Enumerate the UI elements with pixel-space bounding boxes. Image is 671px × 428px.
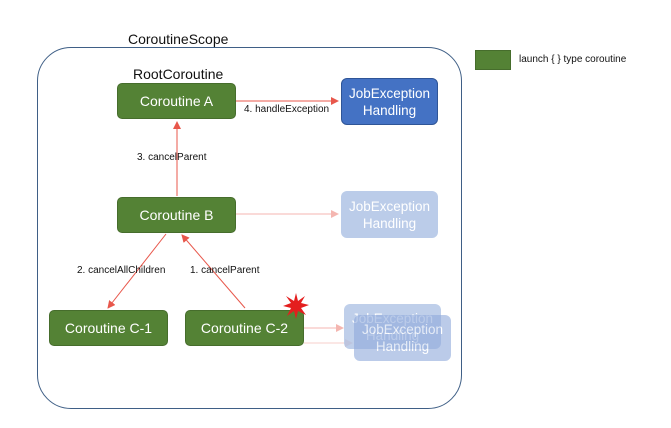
coroutine-b-node: Coroutine B [117, 197, 236, 233]
coroutine-b-label: Coroutine B [139, 207, 214, 223]
handler-active: JobException Handling [341, 78, 438, 125]
handler-faded-b-line2: Handling [362, 215, 417, 231]
handler-faded-c2-front: JobException Handling [354, 315, 451, 361]
explosion-icon [283, 293, 309, 319]
label-cancel-parent-b: 3. cancelParent [137, 152, 207, 163]
root-coroutine-title: RootCoroutine [133, 66, 224, 82]
legend-label: launch { } type coroutine [519, 54, 627, 65]
label-handle-exception: 4. handleException [244, 104, 330, 115]
edge-cancel-all-children [107, 233, 167, 309]
edge-cancel-parent-c2 [181, 234, 246, 309]
coroutine-c1-node: Coroutine C-1 [49, 310, 168, 346]
coroutine-c1-label: Coroutine C-1 [64, 320, 153, 336]
handler-faded-b-line1: JobException [348, 198, 431, 214]
coroutine-a-node: Coroutine A [117, 83, 236, 119]
coroutine-c2-label: Coroutine C-2 [200, 320, 289, 336]
coroutine-scope-title: CoroutineScope [128, 31, 229, 47]
coroutine-a-label: Coroutine A [139, 93, 214, 109]
handler-active-line2: Handling [362, 102, 417, 118]
label-cancel-parent-c2: 1. cancelParent [190, 265, 260, 276]
coroutine-c2-node: Coroutine C-2 [185, 310, 304, 346]
legend-swatch [475, 50, 511, 70]
handler-faded-b: JobException Handling [341, 191, 438, 238]
coroutine-scope-box [37, 47, 462, 409]
label-cancel-all-children: 2. cancelAllChildren [77, 265, 166, 276]
handler-faded-c2-front-line2: Handling [375, 339, 430, 354]
handler-faded-c2-front-line1: JobException [361, 322, 444, 337]
handler-active-line1: JobException [348, 85, 431, 101]
